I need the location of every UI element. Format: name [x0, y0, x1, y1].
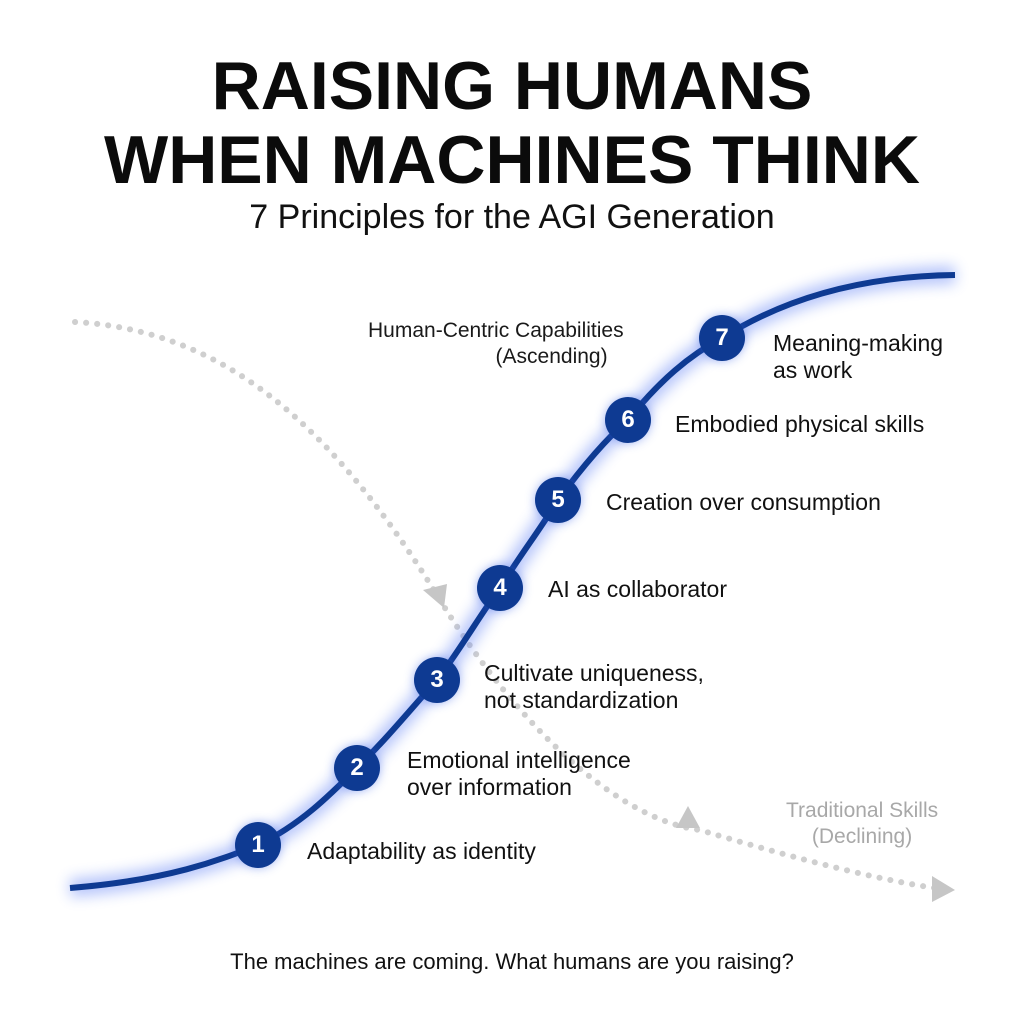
principle-label-3: Cultivate uniqueness, not standardizatio… [484, 660, 704, 714]
principle-3-text-line-2: not standardization [484, 687, 679, 713]
principle-marker-6: 6 [605, 397, 651, 443]
principle-label-5: Creation over consumption [606, 489, 881, 516]
declining-curve-label: Traditional Skills (Declining) [786, 798, 938, 850]
principle-label-1: Adaptability as identity [307, 838, 536, 865]
principle-marker-4: 4 [477, 565, 523, 611]
ascending-curve-label: Human-Centric Capabilities (Ascending) [368, 318, 624, 370]
principle-label-4: AI as collaborator [548, 576, 727, 603]
principle-marker-1: 1 [235, 822, 281, 868]
principle-label-6: Embodied physical skills [675, 411, 924, 438]
principle-7-text-line-2: as work [773, 357, 853, 383]
principle-1-text: Adaptability as identity [307, 838, 536, 864]
subtitle: 7 Principles for the AGI Generation [249, 198, 775, 236]
principle-2-text-line-2: over information [407, 774, 572, 800]
principle-marker-2: 2 [334, 745, 380, 791]
declining-curve [72, 319, 955, 902]
principle-7-text-line-1: Meaning-making [773, 330, 944, 356]
declining-arrowhead-3 [932, 876, 955, 902]
declining-arrowhead-1 [423, 584, 447, 608]
title-line-2: WHEN MACHINES THINK [104, 122, 920, 198]
title-line-1: RAISING HUMANS [211, 48, 813, 124]
principle-2-text-line-1: Emotional intelligence [407, 747, 631, 773]
principle-label-2: Emotional intelligence over information [407, 747, 631, 801]
principle-marker-5: 5 [535, 477, 581, 523]
principle-6-text: Embodied physical skills [675, 411, 925, 437]
principle-4-text: AI as collaborator [548, 576, 727, 602]
principle-3-text-line-1: Cultivate uniqueness, [484, 660, 704, 686]
declining-label-line-1: Traditional Skills [786, 799, 939, 822]
principle-5-text: Creation over consumption [606, 489, 881, 515]
ascending-label-line-1: Human-Centric Capabilities [368, 319, 624, 342]
principle-label-7: Meaning-making as work [773, 330, 943, 384]
declining-label-line-2: (Declining) [811, 825, 913, 848]
ascending-label-line-2: (Ascending) [495, 345, 608, 368]
principle-marker-7: 7 [699, 315, 745, 361]
declining-arrowhead-2 [676, 806, 700, 828]
footer-tagline: The machines are coming. What humans are… [230, 949, 794, 974]
principle-marker-3: 3 [414, 657, 460, 703]
